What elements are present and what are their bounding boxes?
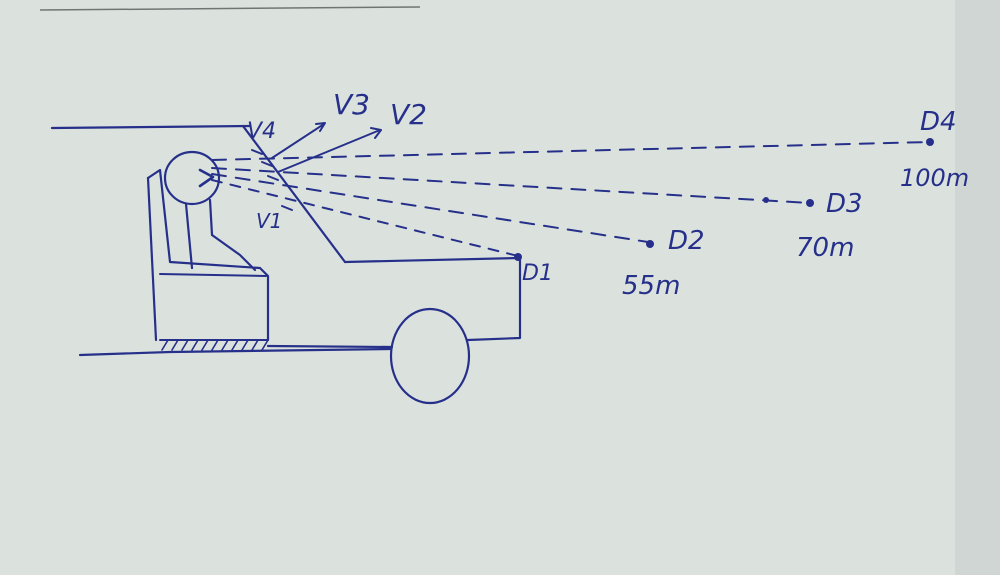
ground-line: [78, 347, 392, 357]
wheel: [389, 307, 471, 405]
sight-point-label-v1: V1: [256, 209, 282, 233]
sight-line-d1: [211, 179, 519, 257]
vector-arrows: [271, 122, 382, 173]
target-label-d1: D1: [522, 261, 553, 286]
target-label-d4: D4: [920, 107, 957, 137]
v3-arrow: [271, 123, 325, 159]
car-front: [466, 256, 522, 342]
target-distance-d4: 100m: [900, 164, 969, 192]
paper-top-edge: [39, 6, 421, 11]
target-distance-d2: 55m: [622, 271, 680, 301]
v3-arrowhead: [315, 122, 326, 132]
sight-line-d4: [211, 141, 931, 161]
target-d3-point: [806, 199, 814, 207]
seat: [146, 168, 270, 342]
driver: [163, 150, 257, 272]
target-distance-d3: 70m: [796, 233, 854, 263]
sight-point-label-v4: V4: [247, 119, 276, 144]
target-d2-point: [646, 240, 654, 248]
v2-arrow: [277, 129, 381, 173]
floor-hatching: [159, 339, 269, 351]
d3-sight-mark: [763, 197, 769, 203]
roof-line: [50, 124, 252, 130]
car-bottom: [266, 344, 394, 349]
sight-point-label-v3: V3: [333, 88, 370, 121]
windshield: [241, 124, 347, 264]
target-label-d3: D3: [826, 189, 863, 219]
windshield-marks: [251, 149, 293, 211]
paper-edge: [955, 0, 1000, 575]
target-d1-point: [514, 253, 522, 261]
target-d4-point: [926, 138, 934, 146]
sight-line-d2: [211, 173, 649, 243]
hood-line: [343, 256, 522, 264]
sight-point-label-v2: V2: [390, 98, 427, 131]
v2-arrowhead: [370, 127, 382, 139]
sight-lines: [211, 141, 931, 257]
target-label-d2: D2: [668, 226, 705, 256]
sight-line-d3: [211, 167, 811, 204]
